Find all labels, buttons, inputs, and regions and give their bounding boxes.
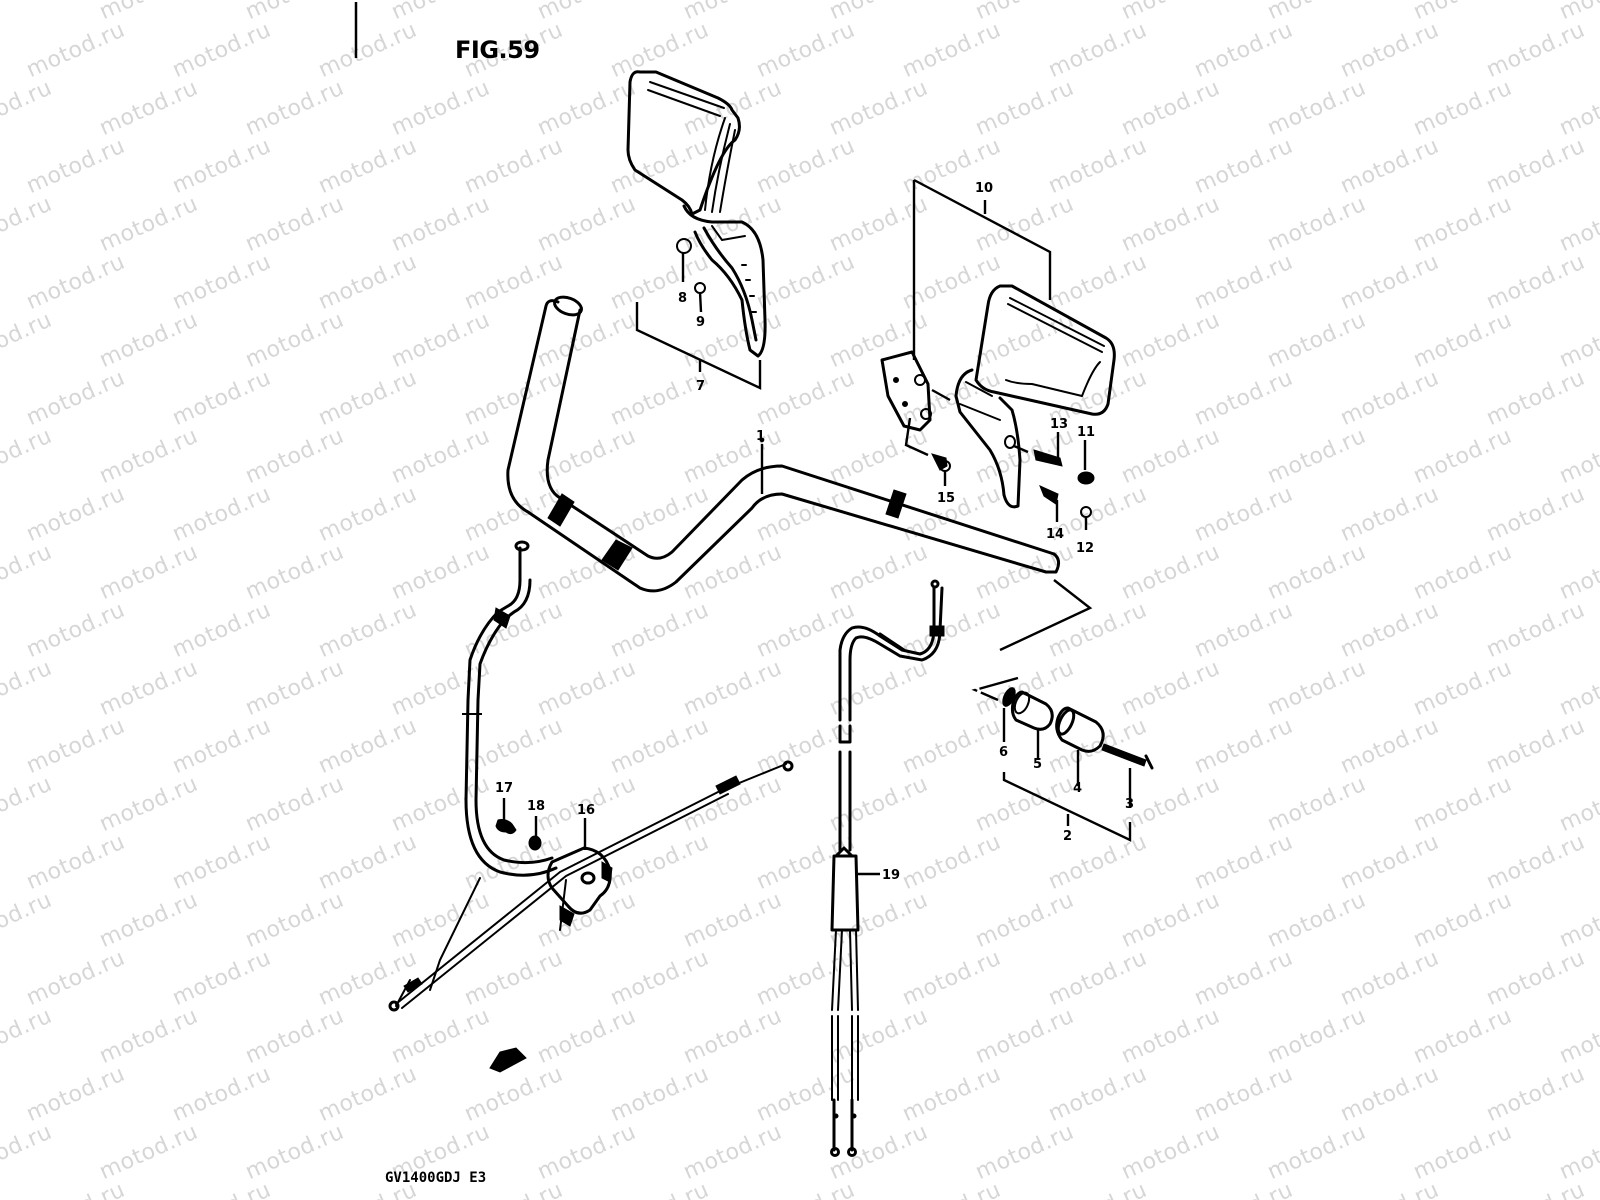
throttle-cable[interactable] xyxy=(830,579,945,1157)
callout-12: 12 xyxy=(1076,541,1094,556)
callout-13: 13 xyxy=(1050,417,1068,432)
model-code: GV1400GDJ E3 xyxy=(385,1170,487,1186)
screw-3[interactable] xyxy=(1101,743,1154,808)
leader-15-bracket xyxy=(904,417,929,457)
cap-11[interactable] xyxy=(1077,440,1095,485)
bracket-2 xyxy=(1002,772,1132,842)
callout-19: 19 xyxy=(882,868,900,883)
callout-2: 2 xyxy=(1063,829,1072,844)
balancer-4[interactable] xyxy=(1055,706,1105,786)
handlebar[interactable] xyxy=(506,294,1061,593)
washer-6[interactable] xyxy=(1000,686,1018,742)
balancer-5[interactable] xyxy=(1010,690,1054,760)
screw-15[interactable] xyxy=(931,453,951,486)
cap-12[interactable] xyxy=(1080,506,1092,530)
callout-9: 9 xyxy=(696,315,705,330)
callout-16: 16 xyxy=(577,803,595,818)
callout-3: 3 xyxy=(1125,797,1134,812)
cap-9[interactable] xyxy=(694,282,706,313)
figure-title: FIG.59 xyxy=(455,36,540,64)
bolt-13[interactable] xyxy=(1033,432,1063,467)
leader-1-dot xyxy=(759,437,765,443)
callout-15: 15 xyxy=(937,491,955,506)
clutch-cable[interactable] xyxy=(462,540,558,877)
callout-1: 1 xyxy=(756,429,765,444)
callout-7: 7 xyxy=(696,379,705,394)
nut-18[interactable] xyxy=(528,816,542,851)
left-mirror[interactable] xyxy=(626,70,767,358)
callout-17: 17 xyxy=(495,781,513,796)
bracket-plate[interactable] xyxy=(489,1047,527,1073)
callout-4: 4 xyxy=(1073,781,1082,796)
callout-14: 14 xyxy=(1046,527,1064,542)
right-mirror[interactable] xyxy=(880,284,1116,509)
screw-17[interactable] xyxy=(495,798,517,835)
cable-junction-16[interactable] xyxy=(546,818,613,927)
bolt-14[interactable] xyxy=(1039,485,1059,522)
washer-near-13[interactable] xyxy=(1004,435,1029,454)
junction-cables[interactable] xyxy=(388,760,794,1012)
cap-8[interactable] xyxy=(676,238,692,282)
callout-8: 8 xyxy=(678,291,687,306)
callout-11: 11 xyxy=(1077,425,1095,440)
callout-5: 5 xyxy=(1033,757,1042,772)
axis-line-upper xyxy=(999,579,1093,652)
bracket-7 xyxy=(635,302,762,390)
axis-line-lower xyxy=(971,676,1019,702)
callout-6: 6 xyxy=(999,745,1008,760)
bracket-10 xyxy=(912,178,1052,360)
callout-10: 10 xyxy=(975,181,993,196)
callout-18: 18 xyxy=(527,799,545,814)
